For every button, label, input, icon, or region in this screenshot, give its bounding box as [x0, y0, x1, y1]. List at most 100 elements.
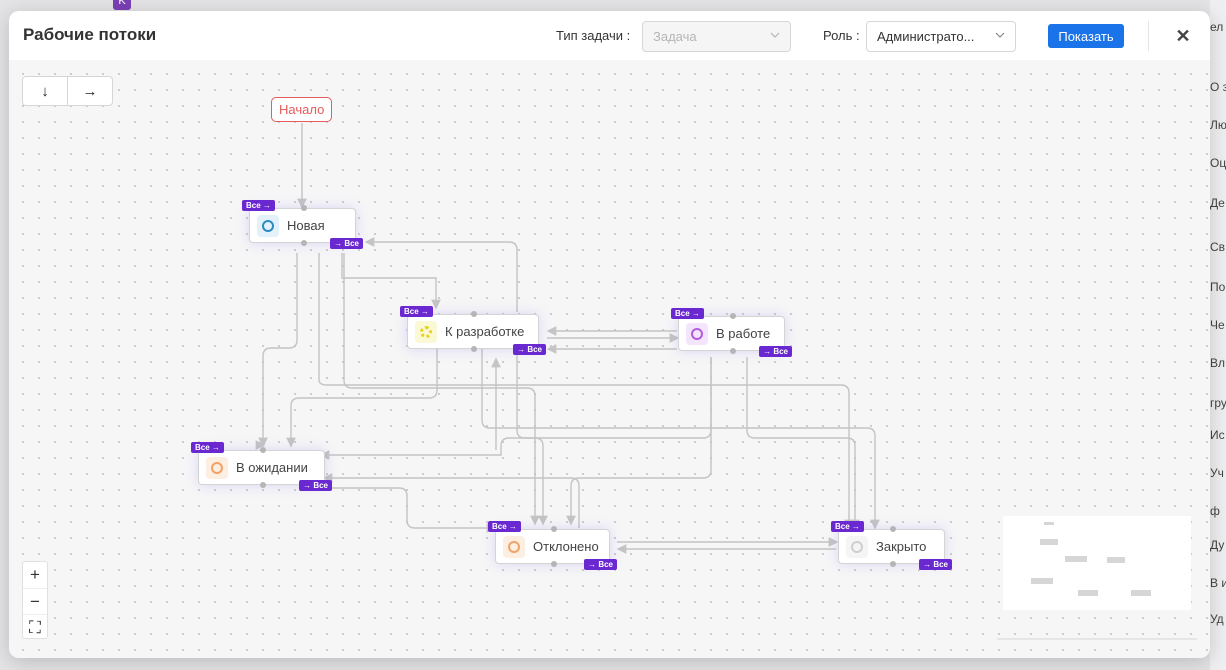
minimap-node [1078, 590, 1098, 596]
background-panel-item: Оц [1210, 156, 1226, 170]
start-node[interactable]: Начало [271, 97, 333, 122]
background-panel-item: О з [1210, 80, 1226, 94]
status-node-inprogress[interactable]: Все → В работе → Все [671, 308, 792, 357]
minimap-scrollbar [997, 638, 1197, 640]
minimap-node [1040, 539, 1058, 545]
edge-inprogress-closed [746, 357, 860, 530]
sun-status-icon [415, 320, 437, 343]
connection-handle[interactable] [889, 526, 896, 532]
edge-new-rejected [343, 253, 540, 526]
all-incoming-badge[interactable]: Все → [488, 521, 521, 532]
background-panel-item: ф [1210, 504, 1220, 518]
connection-handle[interactable] [259, 447, 266, 453]
edge-rejected-waiting [322, 473, 580, 528]
minimap-node [1131, 590, 1151, 596]
status-label: Закрыто [876, 539, 927, 554]
edge-todo-rejected [516, 349, 548, 526]
circle-status-icon [846, 535, 868, 558]
minimap-node [1031, 578, 1053, 584]
chevron-down-icon [995, 32, 1005, 38]
edge-todo-waiting [286, 347, 438, 448]
status-node-new[interactable]: Все → Новая → Все [242, 200, 363, 249]
edge-new-todo [341, 253, 441, 310]
all-outgoing-badge[interactable]: → Все [330, 238, 363, 249]
role-value: Администрато... [877, 29, 975, 44]
connection-handle[interactable] [471, 311, 477, 317]
minimap-node [1044, 522, 1054, 525]
chevron-down-icon [770, 32, 780, 38]
background-panel-item: В и [1210, 576, 1226, 590]
close-icon[interactable]: ✕ [1175, 25, 1191, 46]
status-label: К разработке [445, 324, 525, 339]
all-incoming-badge[interactable]: Все → [400, 306, 433, 317]
connection-handle[interactable] [729, 348, 736, 354]
all-outgoing-badge[interactable]: → Все [299, 480, 332, 491]
modal-header: Рабочие потоки Тип задачи : Задача Роль … [9, 11, 1210, 60]
all-outgoing-badge[interactable]: → Все [584, 559, 617, 570]
background-panel-item: Уд [1210, 612, 1224, 626]
connection-handle[interactable] [471, 346, 477, 352]
status-node-closed[interactable]: Все → Закрыто → Все [831, 521, 952, 570]
edge-todo-new [364, 237, 518, 312]
background-panel-item: По [1210, 280, 1226, 294]
status-label: Новая [287, 218, 325, 233]
background-right-panel [1210, 0, 1226, 670]
minimap[interactable] [1003, 516, 1191, 610]
connection-handle[interactable] [550, 561, 557, 567]
project-avatar: K [113, 0, 131, 10]
all-outgoing-badge[interactable]: → Все [513, 344, 546, 355]
role-select[interactable]: Администрато... [866, 21, 1016, 52]
minimap-node [1107, 557, 1125, 563]
fit-view-button[interactable]: ⛶ [23, 614, 47, 640]
background-panel-item: Ис [1210, 428, 1225, 442]
background-panel-item: Лю [1210, 118, 1226, 132]
all-outgoing-badge[interactable]: → Все [759, 346, 792, 357]
show-button[interactable]: Показать [1048, 24, 1124, 48]
vertical-layout-button[interactable]: ↓ [41, 82, 49, 100]
zoom-in-button[interactable]: + [30, 565, 40, 584]
horizontal-layout-button[interactable]: → [67, 77, 112, 105]
layout-direction-toggle: ↓ → [22, 76, 113, 106]
minimap-node [1065, 556, 1087, 562]
edge-waiting-rejected [325, 487, 497, 533]
all-incoming-badge[interactable]: Все → [191, 442, 224, 453]
status-node-waiting[interactable]: Все → В ожидании → Все [191, 442, 332, 491]
task-type-value: Задача [653, 29, 697, 44]
status-node-rejected[interactable]: Все → Отклонено → Все [488, 521, 617, 570]
circle-status-icon [257, 214, 279, 237]
background-panel-item: Вл [1210, 356, 1226, 370]
circle-status-icon [686, 322, 708, 345]
connection-handle[interactable] [300, 240, 307, 246]
status-label: В работе [716, 326, 771, 341]
edge-inprogress-rejected [566, 357, 712, 526]
background-panel-item: гру [1210, 396, 1226, 410]
connection-handle[interactable] [550, 526, 557, 532]
edge-new-closed [318, 253, 854, 530]
header-divider [1148, 21, 1149, 51]
status-label: В ожидании [236, 460, 308, 475]
status-label: Отклонено [533, 539, 599, 554]
task-type-select: Задача [642, 21, 791, 52]
background-panel-item: Св [1210, 240, 1226, 254]
workflow-modal: Рабочие потоки Тип задачи : Задача Роль … [9, 11, 1210, 658]
task-type-label: Тип задачи : [556, 28, 631, 43]
all-incoming-badge[interactable]: Все → [671, 308, 704, 319]
zoom-controls: + − ⛶ [22, 561, 48, 639]
connection-handle[interactable] [729, 313, 736, 319]
connection-handle[interactable] [889, 561, 896, 567]
modal-title: Рабочие потоки [23, 25, 157, 44]
background-panel-item: Ду [1210, 538, 1225, 552]
all-outgoing-badge[interactable]: → Все [919, 559, 952, 570]
all-incoming-badge[interactable]: Все → [242, 200, 275, 211]
circle-status-icon [503, 535, 525, 558]
zoom-out-button[interactable]: − [23, 588, 47, 614]
edge-todo-closed [481, 349, 880, 530]
connection-handle[interactable] [259, 482, 266, 488]
status-node-todo[interactable]: Все → К разработке → Все [400, 306, 546, 355]
all-incoming-badge[interactable]: Все → [831, 521, 864, 532]
transition-edges [258, 123, 880, 554]
connection-handle[interactable] [300, 205, 307, 211]
background-panel-item: ел [1210, 20, 1224, 34]
background-panel-item: Де [1210, 196, 1225, 210]
